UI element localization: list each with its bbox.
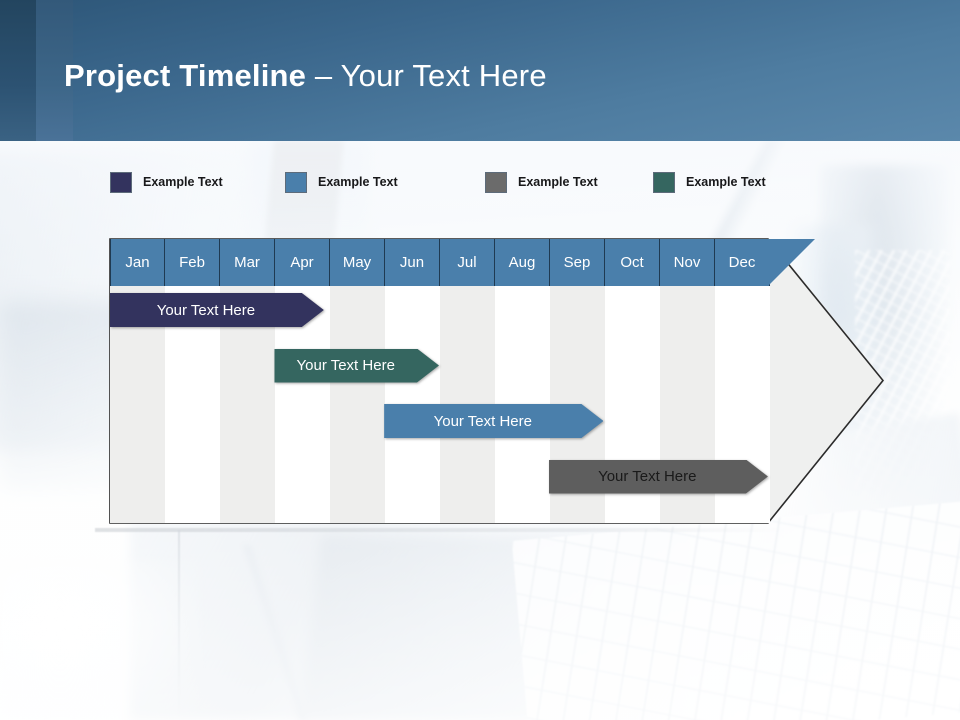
month-header-may[interactable]: May — [330, 239, 385, 286]
timeline-column-jan — [110, 239, 165, 523]
page-title: Project Timeline – Your Text Here — [64, 58, 547, 94]
legend-item-label: Example Text — [318, 175, 398, 189]
timeline-column-jul — [440, 239, 495, 523]
legend-item-label: Example Text — [518, 175, 598, 189]
month-header-oct[interactable]: Oct — [605, 239, 660, 286]
timeline-bar-label: Your Text Here — [156, 301, 256, 319]
bg-lower-monitor — [130, 520, 690, 720]
page-title-bold: Project Timeline — [64, 58, 307, 93]
timeline-bar-label: Your Text Here — [296, 357, 395, 374]
month-header-sep[interactable]: Sep — [550, 239, 605, 286]
chart-legend: Example Text Example Text Example Text Exam… — [110, 168, 830, 196]
legend-swatch-icon — [110, 171, 132, 193]
header-gradient-band — [0, 0, 960, 141]
timeline-column-aug — [495, 239, 550, 523]
timeline-column-feb — [165, 239, 220, 523]
timeline-bar-shape — [384, 404, 603, 438]
month-header-jul[interactable]: Jul — [440, 239, 495, 286]
slide-header: Project Timeline – Your Text Here — [0, 0, 960, 141]
header-accent-band-dark — [0, 0, 36, 141]
timeline-bar-shape — [110, 293, 324, 327]
bg-horizontal-edge — [95, 528, 785, 532]
legend-swatch-icon — [285, 171, 307, 193]
legend-item-label: Example Text — [686, 175, 766, 189]
legend-swatch-icon — [485, 171, 507, 193]
bg-vertical-edge — [178, 530, 180, 720]
legend-item: Example Text — [285, 168, 398, 196]
legend-item: Example Text — [653, 168, 766, 196]
month-header-feb[interactable]: Feb — [165, 239, 220, 286]
month-header-aug[interactable]: Aug — [495, 239, 550, 286]
legend-item-label: Example Text — [143, 175, 223, 189]
timeline-bar-label: Your Text Here — [433, 412, 532, 430]
timeline-column-mar — [220, 239, 275, 523]
month-header-apr[interactable]: Apr — [275, 239, 330, 286]
page-title-separator: – — [306, 58, 341, 93]
timeline-bar-shape — [549, 460, 768, 494]
timeline-bar[interactable]: Your Text Here — [384, 404, 603, 438]
month-header-jun[interactable]: Jun — [385, 239, 440, 286]
timeline-bar[interactable]: Your Text Here — [274, 349, 438, 383]
month-header-mar[interactable]: Mar — [220, 239, 275, 286]
bg-cable-streak — [170, 545, 390, 720]
page-title-light: Your Text Here — [340, 58, 547, 93]
legend-swatch-icon — [653, 171, 675, 193]
month-header-dec[interactable]: Dec — [715, 239, 770, 286]
timeline-bar[interactable]: Your Text Here — [110, 293, 324, 327]
month-header-jan[interactable]: Jan — [110, 239, 165, 286]
timeline-bar[interactable]: Your Text Here — [549, 460, 768, 494]
bg-keyboard — [511, 499, 960, 720]
bg-lower-monitor-shadow — [298, 536, 612, 720]
header-accent-band-mid — [36, 0, 73, 141]
bg-left-highlight — [0, 560, 200, 720]
month-header-nov[interactable]: Nov — [660, 239, 715, 286]
timeline-bar-shape — [274, 349, 438, 383]
legend-item: Example Text — [485, 168, 598, 196]
legend-item: Example Text — [110, 168, 223, 196]
timeline-bar-label: Your Text Here — [598, 468, 697, 485]
